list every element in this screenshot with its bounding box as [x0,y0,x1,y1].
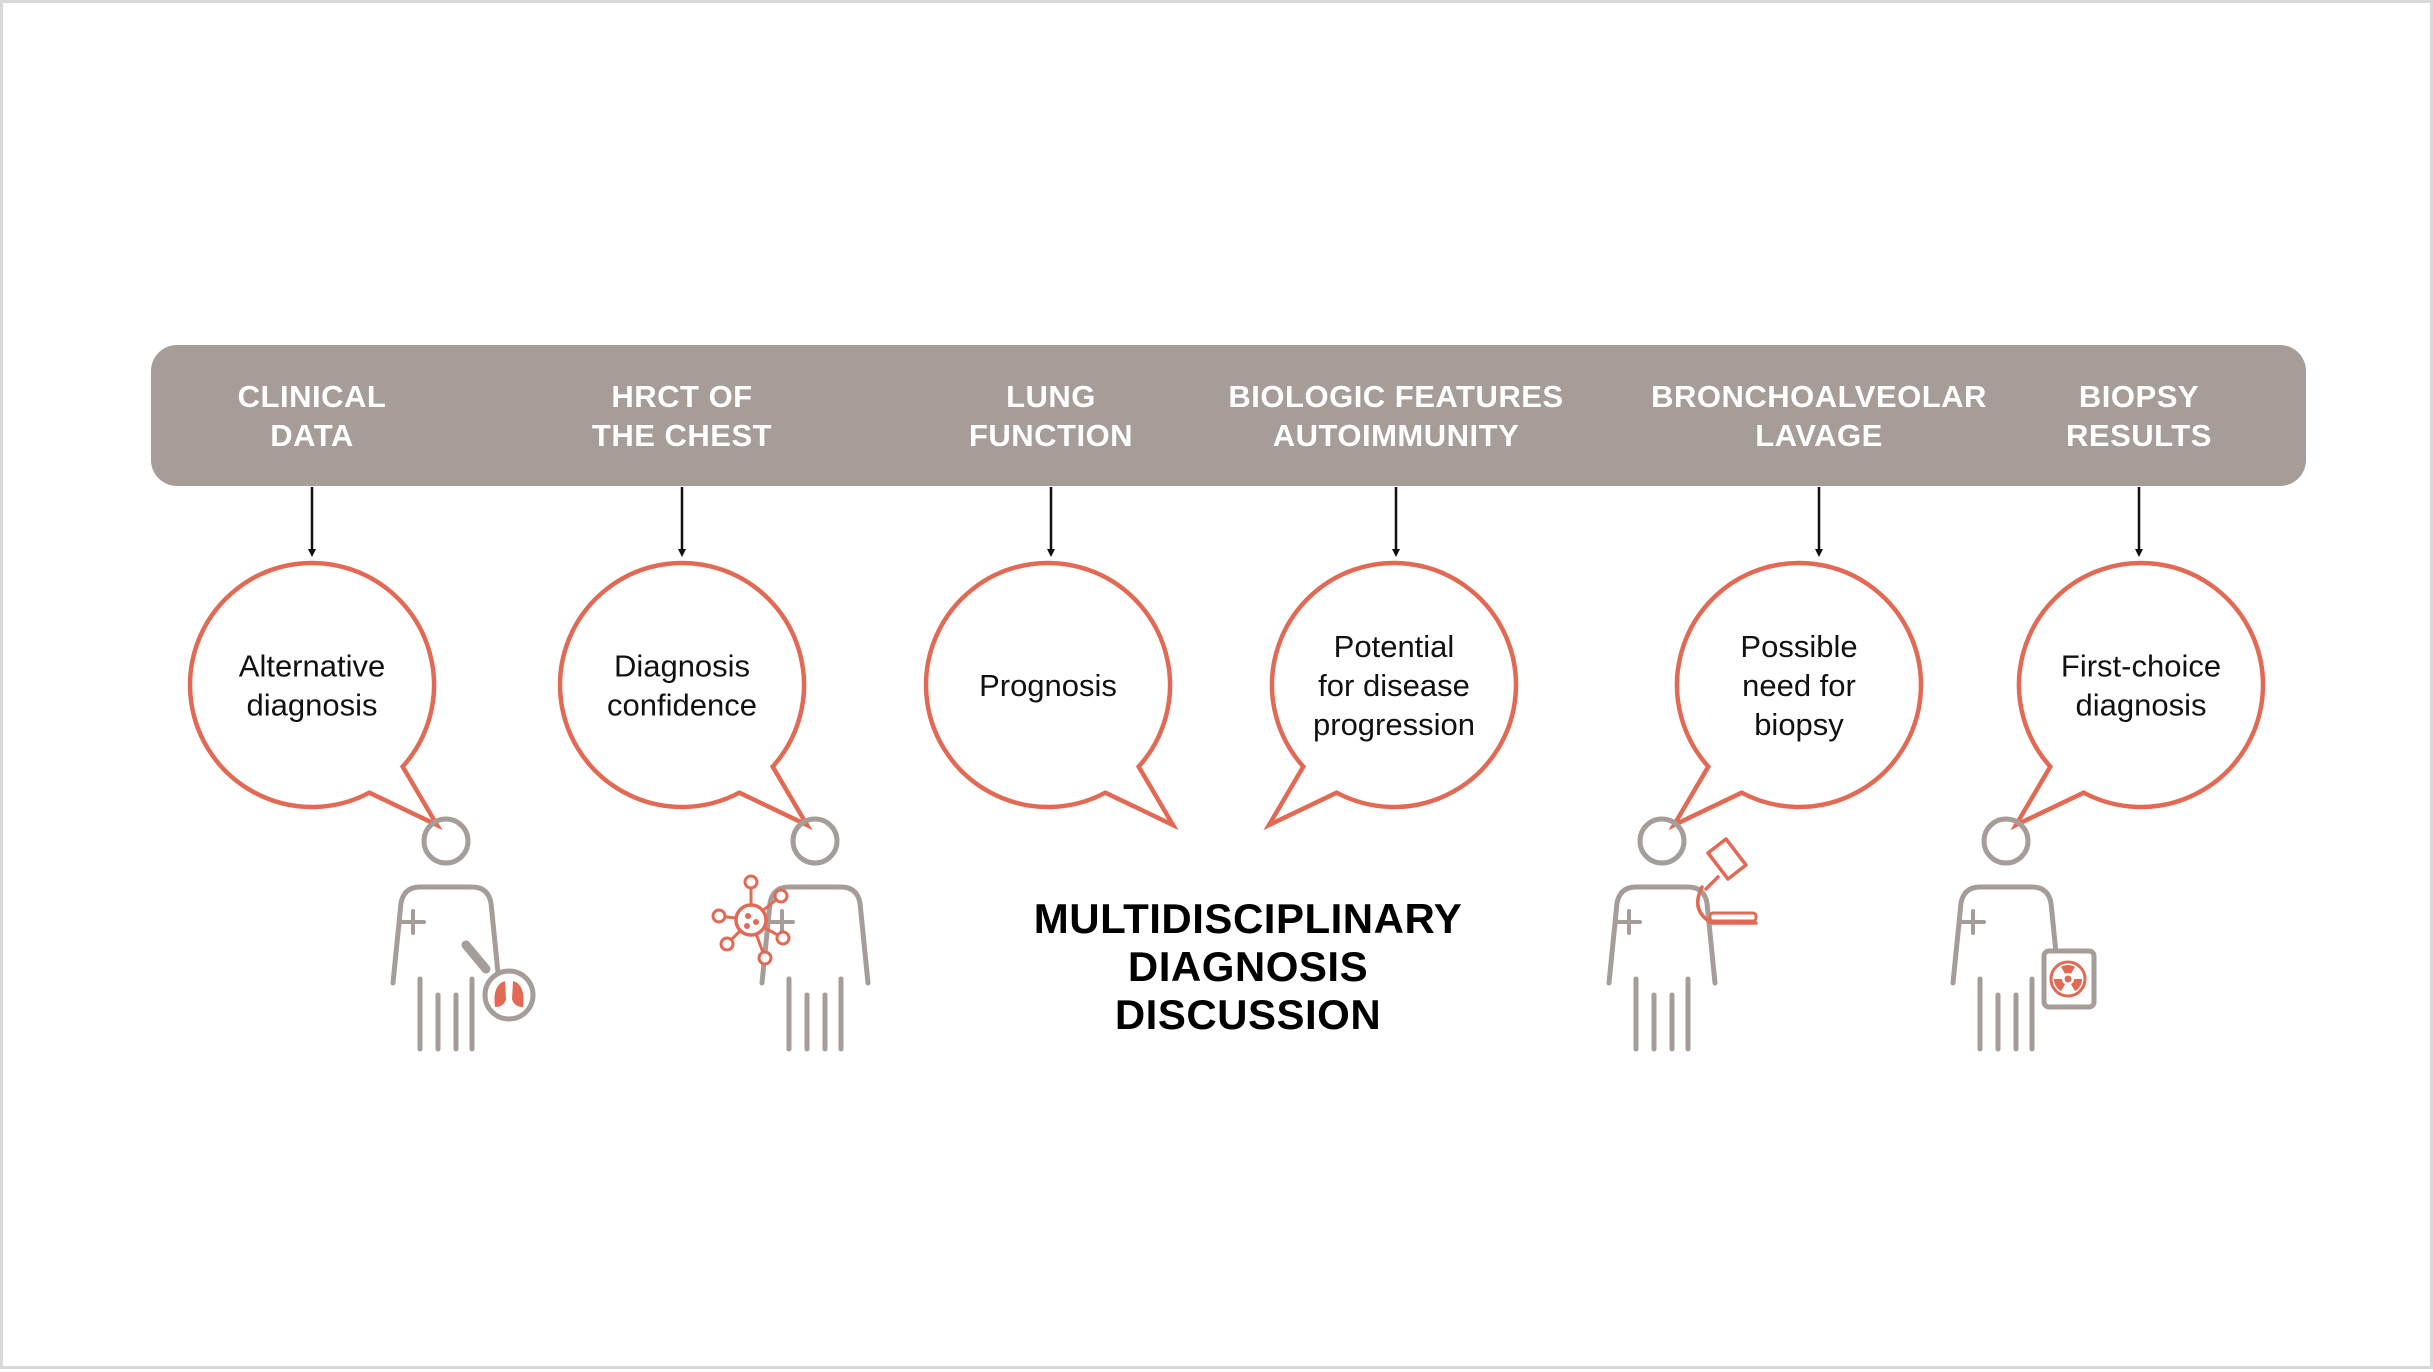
medical-cross-icon [1616,909,1642,935]
header-label-line: BRONCHOALVEOLAR [1651,379,1987,414]
header-labels: CLINICAL DATA HRCT OF THE CHEST LUNG FUNCTION… [238,379,2212,453]
bubble-outline [187,560,443,831]
header-label-3: LUNG FUNCTION [969,379,1133,453]
title-line-3: DISCUSSION [1115,991,1381,1038]
medical-cross-icon [769,909,795,935]
header-label-line: THE CHEST [592,418,772,453]
header-label-line: RESULTS [2066,418,2212,453]
speech-bubble-2: Diagnosis confidence [557,560,813,831]
header-label-line: DATA [270,418,354,453]
bubble-text-line: Prognosis [979,668,1117,703]
speech-bubble-3: Prognosis [923,560,1179,831]
bubble-text-line: confidence [607,688,757,723]
header-label-line: BIOLOGIC FEATURES [1228,379,1563,414]
person-body [1606,884,1718,986]
medical-cross-icon [400,909,426,935]
doctor-figure-2 [711,816,871,1052]
bubble-outline [2010,560,2266,831]
bubble-text-line: diagnosis [2076,688,2207,723]
bubble-text-line: progression [1313,707,1475,742]
header-label-line: LUNG [1006,379,1096,414]
header-label-4: BIOLOGIC FEATURES AUTOIMMUNITY [1228,379,1563,453]
molecule-icon [711,874,791,966]
arrows [308,487,2143,557]
header-label-line: CLINICAL [238,379,387,414]
header-bar [151,345,2306,486]
doctor-figure-1 [390,816,536,1052]
bubble-text-line: First-choice [2061,649,2221,684]
radiation-box-icon [2041,948,2097,1010]
person-body [1950,884,2062,986]
header-label-2: HRCT OF THE CHEST [592,379,772,453]
bubble-outline [923,560,1179,831]
header-label-5: BRONCHOALVEOLAR LAVAGE [1651,379,1987,453]
mdd-diagram: CLINICAL DATA HRCT OF THE CHEST LUNG FUNCTION… [151,345,2306,1052]
microscope-icon [1696,837,1758,925]
bubble-outline [1668,560,1924,831]
doctor-figure-5 [1606,816,1758,1052]
speech-bubble-1: Alternative diagnosis [187,560,443,831]
header-label-line: BIOPSY [2079,379,2199,414]
person-figures [390,816,2097,1052]
doctor-figure-6 [1950,816,2097,1052]
discussion-title: MULTIDISCIPLINARY DIAGNOSIS DISCUSSION [1034,895,1462,1038]
bubble-text-line: Potential [1334,629,1455,664]
person-body [390,884,502,986]
bubble-text-line: Possible [1740,629,1857,664]
bubble-text-line: need for [1742,668,1856,703]
header-label-line: HRCT OF [611,379,752,414]
person-head [790,816,840,866]
speech-bubble-5: Possible need for biopsy [1668,560,1924,831]
bubble-outline [557,560,813,831]
person-head [1637,816,1687,866]
title-line-1: MULTIDISCIPLINARY [1034,895,1462,942]
header-label-1: CLINICAL DATA [238,379,387,453]
medical-cross-icon [1960,909,1986,935]
bubble-text-line: Diagnosis [614,649,750,684]
header-label-line: FUNCTION [969,418,1133,453]
person-body [759,884,871,986]
bubble-text-line: diagnosis [247,688,378,723]
lungs-magnifier-icon [461,940,536,1022]
title-line-2: DIAGNOSIS [1128,943,1368,990]
header-label-6: BIOPSY RESULTS [2066,379,2212,453]
bubble-text-line: biopsy [1754,707,1844,742]
header-label-line: LAVAGE [1755,418,1883,453]
header-label-line: AUTOIMMUNITY [1273,418,1520,453]
person-head [421,816,471,866]
bubble-outline [1263,560,1519,831]
speech-bubble-6: First-choice diagnosis [2010,560,2266,831]
speech-bubbles: Alternative diagnosis Diagnosis confidence P… [187,560,2266,831]
person-head [1981,816,2031,866]
speech-bubble-4: Potential for disease progression [1263,560,1519,831]
bubble-text-line: Alternative [239,649,385,684]
bubble-text-line: for disease [1318,668,1470,703]
